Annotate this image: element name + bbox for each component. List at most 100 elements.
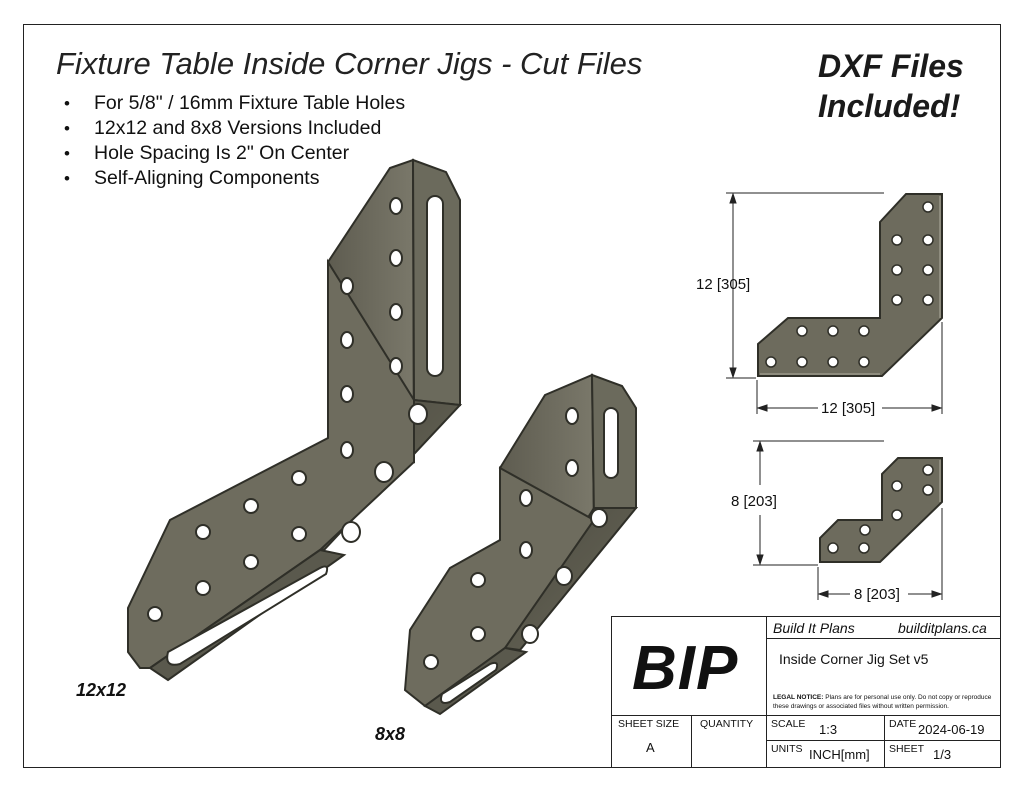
hole: [891, 480, 903, 492]
feature-item: • 12x12 and 8x8 Versions Included: [64, 116, 405, 141]
hole: [340, 331, 354, 349]
hole: [195, 580, 211, 596]
hole: [519, 541, 533, 559]
hole: [291, 470, 307, 486]
legal-heading: LEGAL NOTICE:: [773, 694, 824, 701]
label-8x8: 8x8: [375, 724, 406, 744]
dim-line-12x12-height: [726, 192, 884, 379]
hole: [590, 508, 608, 528]
hole: [796, 356, 808, 368]
hole: [922, 484, 934, 496]
sheet-size-label: SHEET SIZE: [618, 718, 680, 730]
dxf-badge-line2: Included!: [818, 88, 961, 124]
quantity-label: QUANTITY: [700, 718, 754, 730]
legal-text: Plans are for personal use only. Do not …: [773, 694, 992, 710]
flat-8x8-outline: [819, 457, 943, 563]
hole: [195, 524, 211, 540]
title-block: BIP Build It Plans builditplans.ca Insid…: [611, 616, 1001, 768]
feature-text: 12x12 and 8x8 Versions Included: [94, 117, 382, 139]
hole: [922, 294, 934, 306]
hole: [408, 403, 428, 425]
hole: [470, 626, 486, 642]
quantity-cell: QUANTITY: [692, 716, 767, 767]
hole: [389, 197, 403, 215]
hole: [796, 325, 808, 337]
hole: [147, 606, 163, 622]
hole: [858, 325, 870, 337]
feature-text: Self-Aligning Components: [94, 167, 320, 189]
bracket-12x12-render: [127, 158, 463, 682]
hole: [827, 542, 839, 554]
legal-notice: LEGAL NOTICE: Plans are for personal use…: [773, 693, 995, 711]
bullet-icon: •: [64, 169, 70, 188]
hole: [891, 509, 903, 521]
scale-value: 1:3: [819, 722, 838, 737]
company-website: builditplans.ca: [898, 620, 987, 636]
bracket-12x12-slot-horizontal: [166, 565, 329, 666]
feature-item: • Self-Aligning Components: [64, 166, 405, 191]
hole: [891, 294, 903, 306]
bracket-8x8-render: [403, 373, 639, 716]
date-cell: DATE 2024-06-19: [885, 716, 1000, 741]
sheet-value: 1/3: [933, 747, 952, 762]
scale-label: SCALE: [771, 718, 806, 730]
company-name: Build It Plans: [773, 620, 855, 636]
logo-cell: BIP: [612, 617, 767, 716]
hole: [555, 566, 573, 586]
feature-list: •For 5/8" / 16mm Fixture Table Holes •12…: [64, 91, 405, 191]
feature-text: Hole Spacing Is 2" On Center: [94, 142, 350, 164]
hole: [765, 356, 777, 368]
dim-line-12x12-width: [756, 322, 943, 414]
hole: [521, 624, 539, 644]
hole: [922, 201, 934, 213]
hole: [243, 554, 259, 570]
bracket-12x12-slot-vertical: [426, 195, 444, 377]
label-12x12: 12x12: [76, 680, 127, 700]
hole: [389, 249, 403, 267]
dim-12x12-height: 12 [305]: [696, 276, 751, 293]
hole: [389, 303, 403, 321]
dim-8x8-width: 8 [203]: [854, 586, 900, 603]
hole: [922, 234, 934, 246]
bracket-8x8-slot-vertical: [603, 407, 619, 479]
dxf-badge-line1: DXF Files: [818, 48, 964, 84]
units-cell: UNITS INCH[mm]: [767, 741, 885, 767]
hole: [859, 524, 871, 536]
dim-12x12-width: 12 [305]: [821, 400, 876, 417]
dxf-badge: DXF Files Included!: [818, 46, 978, 126]
hole: [340, 385, 354, 403]
hole: [291, 526, 307, 542]
hole: [922, 464, 934, 476]
units-value: INCH[mm]: [809, 747, 870, 762]
hole: [827, 325, 839, 337]
hole: [858, 542, 870, 554]
hole: [423, 654, 439, 670]
units-label: UNITS: [771, 743, 803, 755]
bracket-8x8-slot-horizontal: [440, 661, 499, 704]
sheet-size-value: A: [646, 740, 655, 755]
hole: [374, 461, 394, 483]
dim-line-8x8-height: [753, 440, 884, 566]
hole: [891, 234, 903, 246]
bullet-icon: •: [64, 144, 70, 163]
hole: [389, 357, 403, 375]
hole: [858, 356, 870, 368]
hole: [565, 407, 579, 425]
flat-view-12x12: [726, 192, 943, 414]
bullet-icon: •: [64, 119, 70, 138]
flat-12x12-outline: [757, 193, 943, 377]
hole: [565, 459, 579, 477]
hole: [340, 277, 354, 295]
sheet-label: SHEET: [889, 743, 925, 755]
hole: [519, 489, 533, 507]
date-value: 2024-06-19: [918, 722, 985, 737]
sheet-cell: SHEET 1/3: [885, 741, 1000, 767]
drawing-title: Inside Corner Jig Set v5: [779, 651, 929, 667]
hole: [243, 498, 259, 514]
bracket-8x8-floor-face: [403, 466, 596, 708]
hole: [341, 521, 361, 543]
company-cell: Build It Plans builditplans.ca: [767, 617, 1000, 639]
page-title: Fixture Table Inside Corner Jigs - Cut F…: [56, 46, 643, 81]
date-label: DATE: [889, 718, 917, 730]
